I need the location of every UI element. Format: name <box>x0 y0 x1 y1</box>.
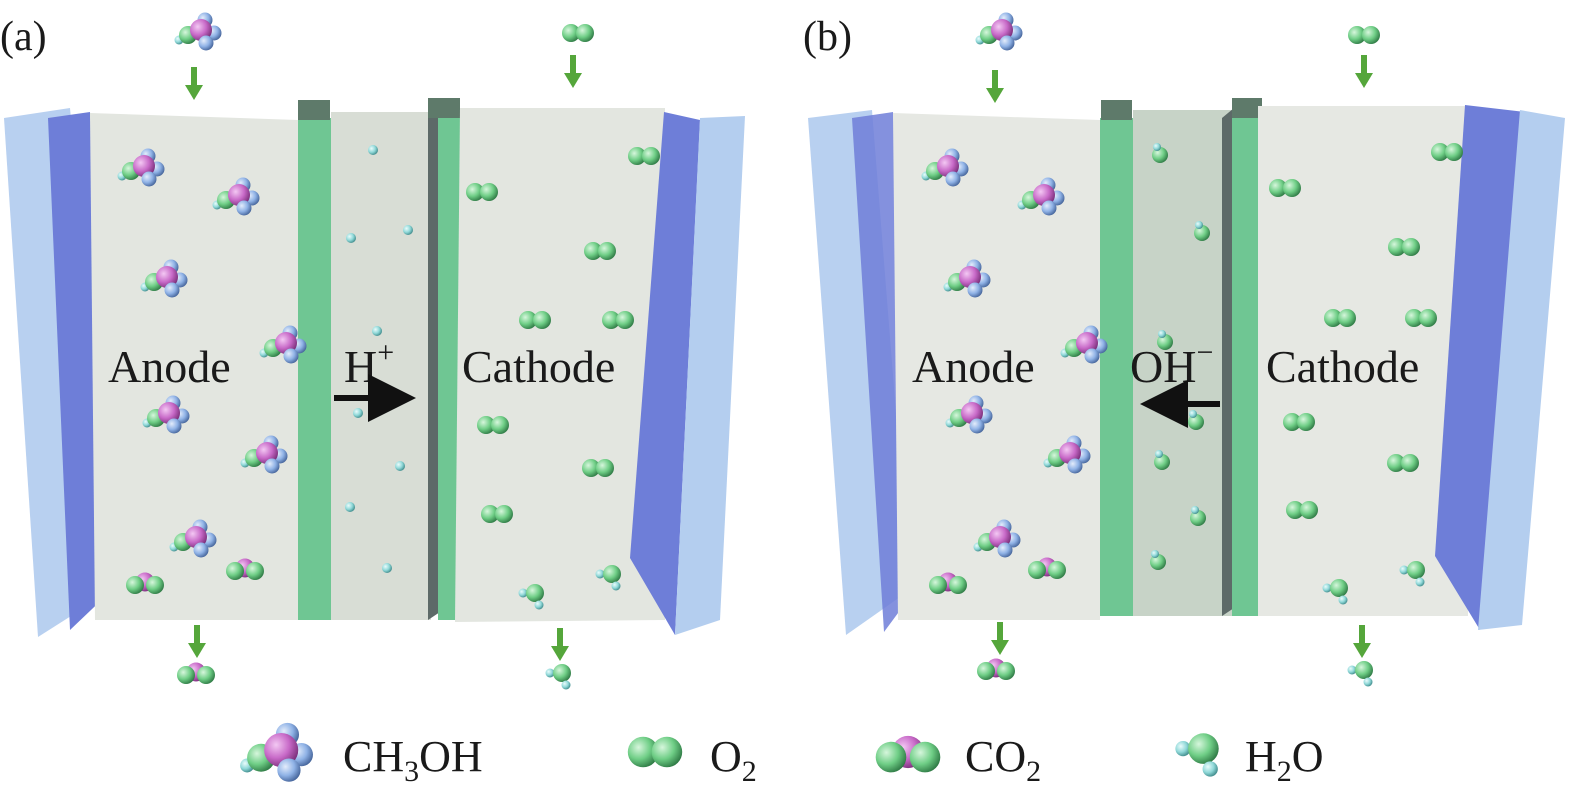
cathode-end-plate <box>675 116 745 635</box>
inlet-arrow-anode <box>986 70 1004 103</box>
outlet-h2o <box>545 664 571 690</box>
proton <box>353 408 363 418</box>
cathode-membrane-cap <box>1232 98 1262 118</box>
proton <box>382 563 392 573</box>
outlet-arrow-anode <box>991 622 1009 655</box>
cathode-membrane <box>1232 118 1258 616</box>
legend-item-o2: O2 <box>627 732 757 788</box>
legend-item-ch3oh: CH3OH <box>240 722 483 788</box>
panel-tag: (b) <box>803 14 852 60</box>
legend: CH3OH O2 CO2 H2O <box>240 722 1324 788</box>
anode-membrane-cap <box>298 100 330 120</box>
legend-item-co2: CO2 <box>875 732 1041 788</box>
o2-icon <box>627 736 683 768</box>
anode-label: Anode <box>108 341 231 392</box>
inlet-arrow-cathode <box>564 55 582 88</box>
electrolyte-region <box>1133 110 1233 616</box>
inlet-o2 <box>562 24 594 42</box>
proton <box>346 233 356 243</box>
outlet-arrow-anode <box>188 625 206 658</box>
legend-label: H2O <box>1245 732 1324 788</box>
proton <box>372 326 382 336</box>
cathode-membrane-cap <box>428 98 460 118</box>
co2-icon <box>875 735 941 773</box>
anode-chamber <box>893 113 1100 620</box>
panel-tag: (a) <box>0 14 47 60</box>
inlet-arrow-cathode <box>1355 55 1373 88</box>
legend-label: CH3OH <box>343 732 483 788</box>
panel-a: (a) Anode Cathode H+ <box>0 12 745 690</box>
anode-membrane <box>1100 118 1133 616</box>
anode-label: Anode <box>912 341 1035 392</box>
anode-membrane <box>298 118 331 620</box>
outlet-h2o <box>1347 661 1373 687</box>
cathode-label: Cathode <box>462 341 615 392</box>
cathode-end-plate <box>1478 110 1565 630</box>
proton <box>368 145 378 155</box>
ch3oh-icon <box>240 722 313 782</box>
electrolyte-region <box>331 112 431 620</box>
outlet-co2 <box>177 662 215 684</box>
inlet-ch3oh <box>174 12 222 51</box>
inlet-ch3oh <box>975 12 1023 51</box>
proton <box>345 502 355 512</box>
proton <box>395 461 405 471</box>
cathode-chamber <box>1258 106 1468 616</box>
cathode-label: Cathode <box>1266 341 1419 392</box>
inlet-arrow-anode <box>185 67 203 100</box>
legend-label: CO2 <box>965 732 1041 788</box>
h2o-icon <box>1175 733 1219 777</box>
outlet-arrow-cathode <box>551 628 569 661</box>
legend-label: O2 <box>710 732 757 788</box>
anode-chamber <box>90 113 298 620</box>
anode-membrane-cap <box>1101 100 1132 120</box>
legend-item-h2o: H2O <box>1175 732 1324 788</box>
cathode-chamber <box>455 108 665 622</box>
cathode-electrode <box>1435 105 1525 630</box>
outlet-arrow-cathode <box>1353 625 1371 658</box>
inlet-o2 <box>1348 26 1380 44</box>
outlet-co2 <box>977 658 1015 680</box>
cathode-electrode <box>630 112 700 635</box>
cathode-membrane-side <box>428 108 440 620</box>
cathode-membrane-side <box>1222 108 1234 616</box>
proton <box>403 225 413 235</box>
panel-b: (b) Anode Cathode OH− <box>803 12 1565 687</box>
